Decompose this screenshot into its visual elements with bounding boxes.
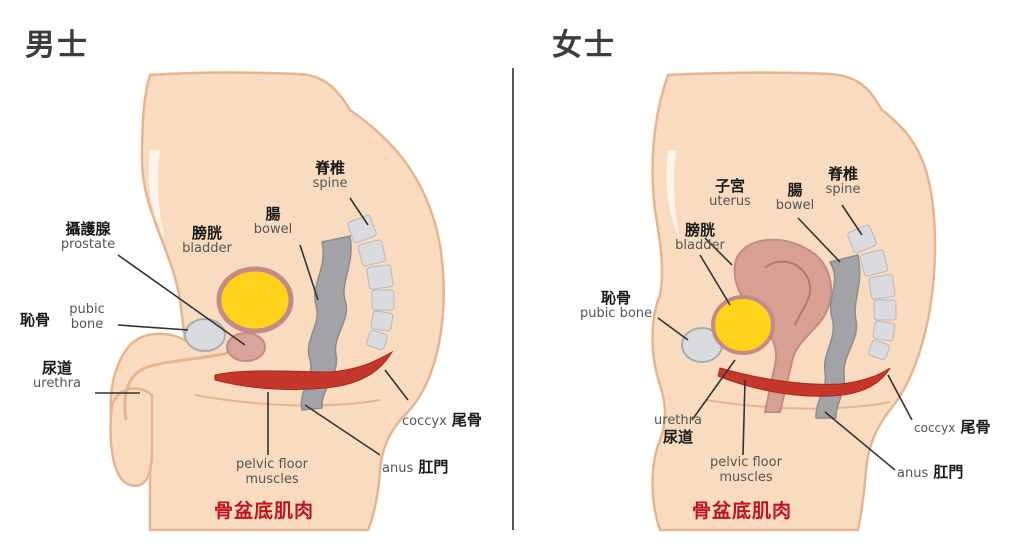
male-coccyx-label: coccyx 尾骨 — [402, 411, 482, 430]
male-pelvic-floor-muscle — [214, 350, 394, 391]
female-bowel-label: 腸 bowel — [770, 182, 820, 213]
female-spine-label-zh: 脊椎 — [827, 165, 858, 183]
female-urethra-label-zh: 尿道 — [662, 427, 693, 446]
male-bowel-label: 腸 bowel — [248, 206, 298, 237]
female-bladder-label: 膀胱 bladder — [665, 222, 735, 253]
female-figure — [651, 71, 937, 532]
male-title: 男士 — [25, 28, 89, 63]
female-leader-lines — [657, 204, 913, 471]
male-pubic-label-en-2: bone — [70, 316, 104, 332]
male-urethra-label-zh: 尿道 — [41, 359, 72, 377]
male-coccyx-label-en: coccyx — [402, 414, 447, 429]
male-pubic-bone — [184, 318, 226, 352]
male-prostate — [226, 332, 266, 362]
female-anus-label: anus 肛門 — [897, 463, 963, 482]
male-bladder — [216, 266, 294, 334]
male-anus-label-en: anus — [382, 461, 414, 476]
female-pubic-label-zh: 恥骨 — [600, 289, 631, 307]
male-bowel-label-en: bowel — [253, 221, 293, 237]
uterus-label-en: uterus — [709, 193, 751, 209]
male-thigh-line — [194, 394, 381, 407]
male-caption: 骨盆底肌肉 — [214, 500, 315, 522]
female-coccyx-label: coccyx 尾骨 — [914, 418, 990, 436]
male-figure — [95, 71, 445, 532]
female-pelvic-floor-label-1: pelvic floor — [710, 455, 782, 470]
female-coccyx-label-en: coccyx — [914, 421, 956, 435]
female-caption: 骨盆底肌肉 — [692, 500, 793, 522]
male-anus-label: anus 肛門 — [382, 458, 448, 477]
uterus-label: 子宮 uterus — [700, 178, 760, 209]
male-pubic-label-en: pubic bone — [62, 302, 112, 332]
female-thigh-line — [704, 399, 891, 410]
male-urethra-label: 尿道 urethra — [25, 360, 89, 391]
female-bowel — [815, 254, 861, 419]
female-pelvic-floor-muscle — [717, 367, 891, 397]
male-body-highlight — [148, 150, 165, 240]
female-urethra-label-en: urethra — [654, 413, 702, 428]
female-pelvic-floor-label-2: muscles — [719, 469, 773, 485]
male-pelvic-floor-label: pelvic floor muscles — [222, 457, 322, 487]
male-urethra-line — [123, 350, 233, 421]
female-bowel-label-en: bowel — [775, 197, 815, 213]
male-spine-label-en: spine — [312, 175, 348, 191]
female-uterus-inner — [764, 260, 812, 326]
prostate-label-zh: 攝護腺 — [65, 220, 111, 238]
male-bowel-label-zh: 腸 — [265, 205, 281, 223]
female-title: 女士 — [552, 28, 616, 63]
female-bladder-label-zh: 膀胱 — [684, 221, 715, 239]
male-spine-label-zh: 脊椎 — [314, 159, 345, 177]
male-spine — [347, 214, 395, 351]
female-urethra-label: urethra 尿道 — [650, 413, 706, 446]
female-pubic-label-en: pubic bone — [579, 305, 653, 321]
female-body-highlight — [666, 150, 680, 240]
male-urethra-label-en: urethra — [33, 375, 81, 391]
male-bowel — [300, 235, 352, 411]
female-spine-label-en: spine — [825, 181, 861, 197]
prostate-label: 攝護腺 prostate — [48, 221, 128, 252]
male-spine-label: 脊椎 spine — [305, 160, 355, 191]
male-pelvic-floor-label-2: muscles — [245, 471, 299, 487]
female-coccyx-label-zh: 尾骨 — [960, 418, 991, 436]
male-bladder-label: 膀胱 bladder — [172, 225, 242, 256]
female-bladder-label-en: bladder — [675, 237, 725, 253]
female-pubic-label: 恥骨 pubic bone — [572, 290, 660, 321]
female-spine — [847, 224, 897, 361]
male-anus-label-zh: 肛門 — [418, 458, 449, 476]
male-coccyx-label-zh: 尾骨 — [451, 411, 482, 429]
female-bladder — [711, 295, 775, 355]
female-pelvic-floor-label: pelvic floor muscles — [696, 455, 796, 485]
male-genital-outline — [109, 387, 154, 487]
uterus-label-zh: 子宮 — [714, 177, 745, 195]
female-bowel-label-zh: 腸 — [787, 181, 803, 199]
male-leader-lines — [95, 197, 409, 456]
prostate-label-en: prostate — [60, 236, 116, 252]
female-spine-label: 脊椎 spine — [818, 166, 868, 197]
male-pubic-label-zh: 恥骨 — [20, 311, 51, 329]
female-anus-label-zh: 肛門 — [933, 463, 964, 481]
male-bladder-label-en: bladder — [182, 240, 232, 256]
female-anus-label-en: anus — [897, 466, 929, 481]
male-pubic-label-en-1: pubic — [69, 302, 105, 317]
male-bladder-label-zh: 膀胱 — [191, 224, 222, 242]
male-pelvic-floor-label-1: pelvic floor — [236, 457, 308, 472]
